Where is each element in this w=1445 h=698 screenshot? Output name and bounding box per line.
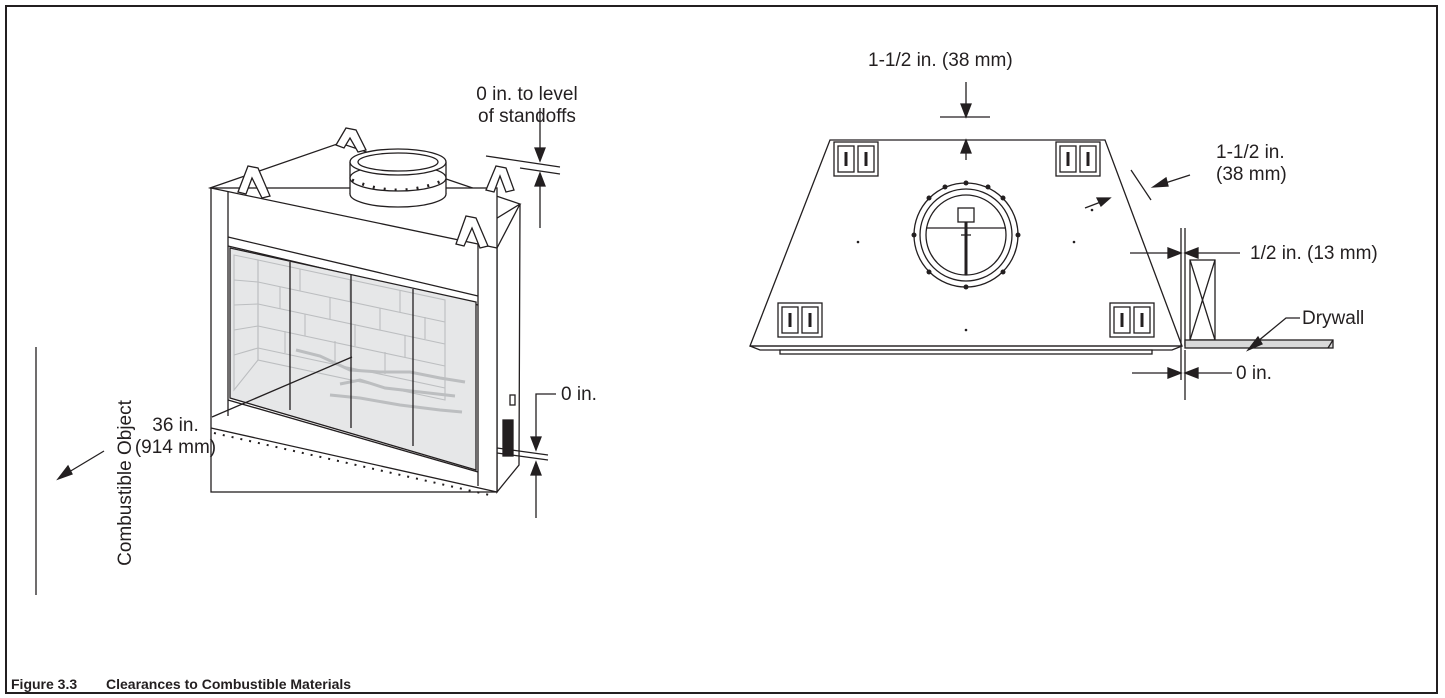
top-clearance-dimension: [485, 108, 561, 228]
log-grate: [295, 348, 466, 414]
front-distance-label-line1: 36 in.: [152, 415, 199, 436]
top-view-top-dimension: [940, 82, 990, 160]
nailing-flange-dimension: [1130, 247, 1240, 259]
drywall-leader: [1251, 317, 1300, 347]
fireplace-isometric: [35, 108, 561, 595]
standoffs: [237, 127, 515, 249]
flue-collar: [349, 148, 447, 208]
standoff-brackets: [777, 141, 1155, 338]
face-clearance-dimension: [1132, 350, 1232, 400]
figure-frame: [5, 5, 1438, 694]
figure-caption: Figure 3.3 Clearances to Combustible Mate…: [11, 676, 351, 692]
fireplace-top-view: [749, 82, 1334, 400]
front-distance-label-line2: (914 mm): [134, 437, 217, 458]
top-clearance-label-line2: of standoffs: [478, 106, 576, 127]
figure-number: Figure 3.3: [11, 676, 78, 692]
figure-title: Clearances to Combustible Materials: [106, 676, 352, 692]
glass-panel: [229, 247, 477, 471]
top-view-top-clearance-label: 1-1/2 in. (38 mm): [868, 50, 1013, 71]
nailing-flange-label: 1/2 in. (13 mm): [1250, 243, 1378, 264]
bottom-clearance-dimension: [496, 393, 556, 518]
side-vent: [502, 419, 514, 457]
front-distance-leader: [211, 356, 353, 418]
flue-top-view: [911, 180, 1021, 290]
top-clearance-label-line1: 0 in. to level: [476, 84, 578, 105]
drywall-label: Drywall: [1302, 308, 1365, 329]
bottom-clearance-label: 0 in.: [561, 384, 597, 405]
top-view-side-dimension: [1084, 169, 1191, 209]
combustible-object-label: Combustible Object: [115, 400, 136, 566]
face-clearance-label: 0 in.: [1236, 363, 1272, 384]
top-view-side-clearance-line1: 1-1/2 in.: [1216, 142, 1285, 163]
top-view-side-clearance-line2: (38 mm): [1216, 164, 1287, 185]
